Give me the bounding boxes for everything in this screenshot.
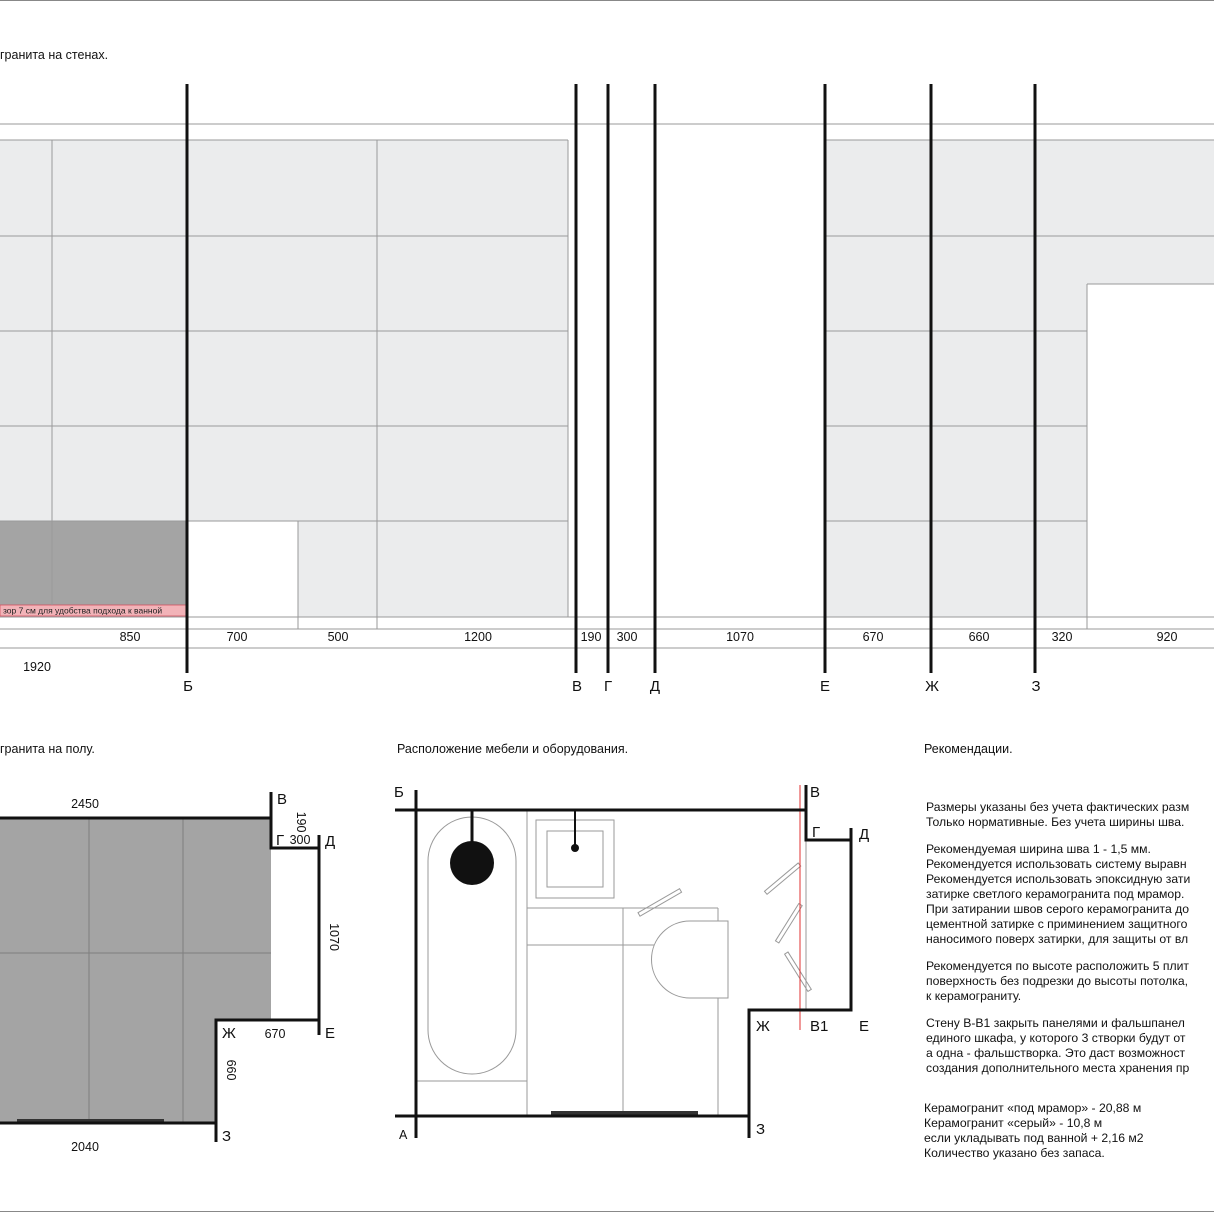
rec-line: цементной затирке с приминением защитног…: [926, 917, 1188, 931]
rec-line: затирке светлого керамогранита под мрамо…: [926, 887, 1185, 901]
dim-190: 190: [581, 630, 602, 644]
wall-elevation: зор 7 см для удобства подхода к ванной: [0, 84, 1214, 695]
dim-700: 700: [227, 630, 248, 644]
floor-mark-g: Г: [276, 832, 284, 849]
material-quantities: Керамогранит «под мрамор» - 20,88 м Кера…: [924, 1101, 1144, 1161]
wall-dimensions: 850 700 500 1200 190 300 1070 670 660 32…: [23, 630, 1177, 674]
plan-mark-zh: Ж: [756, 1018, 770, 1035]
rec-line: единого шкафа, у которого 3 створки буду…: [926, 1031, 1186, 1045]
floor-dim-190: 190: [294, 812, 308, 833]
furniture-plan: Б В Г Д Ж В1 Е А З: [394, 784, 869, 1142]
wall-grout-lines: [0, 123, 1214, 649]
mark-e: Е: [820, 678, 830, 695]
dim-1920-total: 1920: [23, 660, 51, 674]
mark-d: Д: [650, 678, 660, 695]
floor-mark-zh: Ж: [222, 1025, 236, 1042]
wall-axis-marks: Б В Г Д Е Ж З: [183, 678, 1040, 695]
furniture-section-title: Расположение мебели и оборудования.: [397, 742, 629, 756]
mark-b: Б: [183, 678, 193, 695]
floor-mark-e: Е: [325, 1025, 335, 1042]
floor-dimensions: 2450 2040 300 670 190 1070 660: [71, 797, 341, 1154]
plan-mark-g: Г: [812, 824, 820, 841]
rec-line: а одна - фальшстворка. Это даст возможно…: [926, 1046, 1186, 1060]
rec-line: При затирании швов серого керамогранита …: [926, 902, 1190, 916]
floor-mark-z: З: [222, 1128, 231, 1145]
rec-line: Размеры указаны без учета фактических ра…: [926, 800, 1190, 814]
plan-mark-z: З: [756, 1121, 765, 1138]
dim-320: 320: [1052, 630, 1073, 644]
recommendations-section-title: Рекомендации.: [924, 742, 1013, 756]
floor-dim-1070: 1070: [327, 923, 341, 951]
mark-v: В: [572, 678, 582, 695]
furniture-axis-marks: Б В Г Д Ж В1 Е А З: [394, 784, 869, 1142]
rec-line: Рекомендуется использовать эпоксидную за…: [926, 872, 1191, 886]
bath-niche: [186, 520, 299, 618]
dim-1070: 1070: [726, 630, 754, 644]
floor-section-title: гранита на полу.: [0, 742, 95, 756]
plan-mark-v: В: [810, 784, 820, 801]
floor-plan: 2450 2040 300 670 190 1070 660 В Г Д Ж Е…: [0, 791, 341, 1154]
recommendations-text: Размеры указаны без учета фактических ра…: [926, 800, 1214, 1076]
gray-tile-band: [0, 521, 187, 605]
floor-dim-300: 300: [290, 833, 311, 847]
rec-line: Только нормативные. Без учета ширины шва…: [926, 815, 1185, 829]
floor-cutout: [216, 1020, 276, 1125]
rec-line: поверхность без подрезки до высоты потол…: [926, 974, 1189, 988]
dim-850: 850: [120, 630, 141, 644]
section-axis-lines: [185, 84, 1037, 673]
floor-dim-660: 660: [224, 1060, 238, 1081]
floor-dim-2040: 2040: [71, 1140, 99, 1154]
floor-grout-lines: [0, 818, 271, 1123]
door-opening: [1087, 284, 1214, 617]
rec-line: к керамограниту.: [926, 989, 1022, 1003]
dim-300: 300: [617, 630, 638, 644]
dim-1200: 1200: [464, 630, 492, 644]
plan-mark-b: Б: [394, 784, 404, 801]
floor-dim-670: 670: [265, 1027, 286, 1041]
floor-axis-marks: В Г Д Ж Е З: [222, 791, 335, 1145]
rec-line: Рекомендуется по высоте расположить 5 пл…: [926, 959, 1190, 973]
gap-note: зор 7 см для удобства подхода к ванной: [3, 606, 162, 616]
mark-z: З: [1031, 678, 1040, 695]
qty-line: если укладывать под ванной + 2,16 м2: [924, 1131, 1144, 1145]
dim-660: 660: [969, 630, 990, 644]
rec-line: Рекомендуется использовать систему вырав…: [926, 857, 1187, 871]
floor-outline: [0, 792, 321, 1142]
floor-mark-d: Д: [325, 833, 335, 850]
floor-drain: [17, 1119, 164, 1123]
sink-drain: [571, 844, 579, 852]
bath-drain-round: [450, 841, 494, 885]
plan-mark-d: Д: [859, 826, 869, 843]
plan-mark-v1: В1: [810, 1018, 828, 1035]
plan-mark-e: Е: [859, 1018, 869, 1035]
room-outline: [395, 785, 853, 1138]
mark-zh: Ж: [925, 678, 939, 695]
floor-dim-2450: 2450: [71, 797, 99, 811]
mark-g: Г: [604, 678, 612, 695]
sheet-border-top: [0, 0, 1214, 1]
plan-mark-a: А: [399, 1128, 408, 1142]
dim-500: 500: [328, 630, 349, 644]
sheet-border-bottom: [0, 1211, 1214, 1212]
dim-920: 920: [1157, 630, 1178, 644]
rec-line: создания дополнительного места хранения …: [926, 1061, 1190, 1075]
dim-670: 670: [863, 630, 884, 644]
qty-line: Керамогранит «серый» - 10,8 м: [924, 1116, 1103, 1130]
rec-line: Стену В-В1 закрыть панелями и фальшпанел: [926, 1016, 1185, 1030]
rec-line: наносимого поверх затирки, для защиты от…: [926, 932, 1189, 946]
qty-line: Количество указано без запаса.: [924, 1146, 1105, 1160]
floor-drain-plan: [551, 1111, 698, 1115]
toilet: [651, 920, 729, 999]
rec-line: Рекомендуемая ширина шва 1 - 1,5 мм.: [926, 842, 1151, 856]
floor-mark-v: В: [277, 791, 287, 808]
qty-line: Керамогранит «под мрамор» - 20,88 м: [924, 1101, 1142, 1115]
walls-section-title: гранита на стенах.: [0, 48, 109, 62]
